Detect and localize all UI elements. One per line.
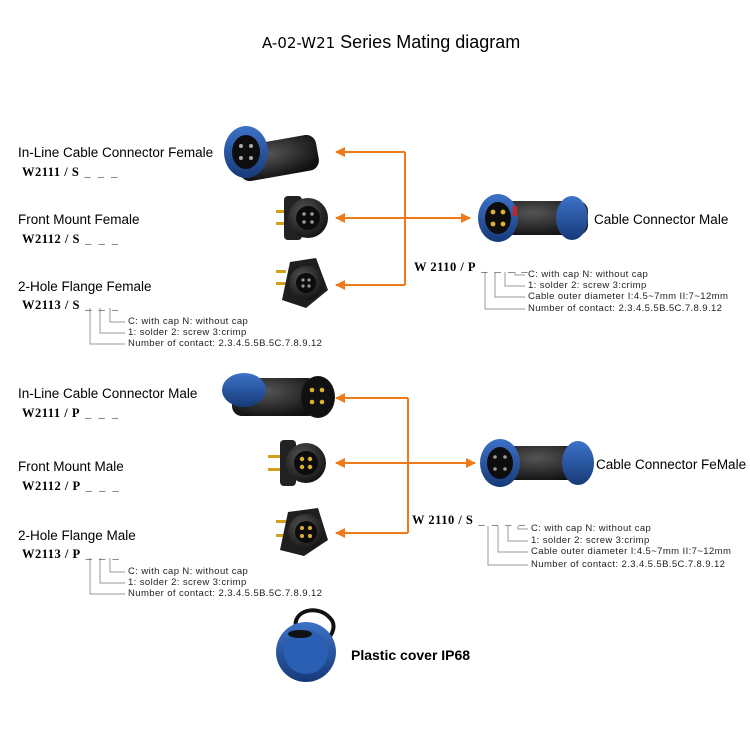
bottom-arrows bbox=[335, 393, 476, 538]
bottom-left-legend-line: Number of contact: 2.3.4.5.5B.5C.7.8.9.1… bbox=[128, 588, 323, 599]
flange-male-connector-image bbox=[276, 508, 328, 556]
cable-female-model: W 2110 / S _ _ _ _ bbox=[412, 513, 527, 527]
bottom-right-legend-leaders bbox=[487, 526, 528, 566]
bottom-left-legend-leaders bbox=[89, 558, 125, 595]
top-left-legend-line: Number of contact: 2.3.4.5.5B.5C.7.8.9.1… bbox=[128, 338, 323, 349]
front-male-model-code: W2112 / P bbox=[22, 479, 81, 493]
inline-male-connector-image bbox=[222, 373, 335, 418]
front-male-label: Front Mount Male bbox=[18, 459, 124, 474]
top-arrows bbox=[335, 147, 471, 290]
flange-female-label: 2-Hole Flange Female bbox=[18, 279, 152, 294]
top-left-legend-line: 1: solder 2: screw 3:crimp bbox=[128, 327, 247, 338]
inline-female-label: In-Line Cable Connector Female bbox=[18, 145, 214, 160]
cable-female-label: Cable Connector FeMale bbox=[596, 457, 747, 472]
bottom-right-legend-line: Cable outer diameter I:4.5~7mm II:7~12mm bbox=[531, 546, 732, 557]
flange-female-connector-image bbox=[276, 258, 328, 308]
flange-male-label: 2-Hole Flange Male bbox=[18, 528, 136, 543]
front-female-label: Front Mount Female bbox=[18, 212, 140, 227]
inline-female-connector-image bbox=[224, 126, 319, 182]
cable-male-model-code: W 2110 / P bbox=[414, 260, 477, 274]
front-male-model: W2112 / P _ _ _ bbox=[22, 479, 121, 493]
top-left-legend-leaders bbox=[89, 308, 125, 345]
top-right-legend-line: 1: solder 2: screw 3:crimp bbox=[528, 280, 647, 291]
bottom-left-legend-line: 1: solder 2: screw 3:crimp bbox=[128, 577, 247, 588]
title-text: Series Mating diagram bbox=[340, 32, 521, 52]
flange-female-model-code: W2113 / S bbox=[22, 298, 80, 312]
front-female-model-code: W2112 / S bbox=[22, 232, 80, 246]
top-left-legend-line: C: with cap N: without cap bbox=[128, 316, 249, 327]
front-mount-female-connector-image bbox=[276, 196, 328, 240]
bottom-right-legend-line: 1: solder 2: screw 3:crimp bbox=[531, 535, 650, 546]
inline-female-model-code: W2111 / S bbox=[22, 165, 80, 179]
plastic-cover-label: Plastic cover IP68 bbox=[351, 647, 471, 663]
inline-male-model: W2111 / P _ _ _ bbox=[22, 406, 121, 420]
bottom-left-legend-line: C: with cap N: without cap bbox=[128, 566, 249, 577]
top-right-legend-line: Number of contact: 2.3.4.5.5B.5C.7.8.9.1… bbox=[528, 303, 723, 314]
cable-female-model-code: W 2110 / S bbox=[412, 513, 474, 527]
series-code: A-02-W21 bbox=[262, 34, 336, 52]
cable-male-connector-image bbox=[478, 194, 588, 242]
flange-female-model: W2113 / S _ _ _ bbox=[22, 298, 121, 312]
cable-female-connector-image bbox=[480, 439, 594, 487]
bottom-right-legend-line: C: with cap N: without cap bbox=[531, 523, 652, 534]
bottom-right-legend-line: Number of contact: 2.3.4.5.5B.5C.7.8.9.1… bbox=[531, 559, 726, 570]
inline-male-model-code: W2111 / P bbox=[22, 406, 80, 420]
plastic-cover-image bbox=[276, 608, 336, 682]
front-mount-male-connector-image bbox=[268, 440, 326, 486]
inline-female-model: W2111 / S _ _ _ bbox=[22, 165, 120, 179]
inline-male-label: In-Line Cable Connector Male bbox=[18, 386, 198, 401]
front-female-model: W2112 / S _ _ _ bbox=[22, 232, 121, 246]
cable-male-label: Cable Connector Male bbox=[594, 212, 729, 227]
top-right-legend-line: Cable outer diameter I:4.5~7mm II:7~12mm bbox=[528, 291, 729, 302]
flange-male-model: W2113 / P _ _ _ bbox=[22, 547, 121, 561]
cable-male-model: W 2110 / P _ _ _ _ bbox=[414, 260, 530, 274]
top-right-legend-line: C: with cap N: without cap bbox=[528, 269, 649, 280]
flange-male-model-code: W2113 / P bbox=[22, 547, 81, 561]
top-right-legend-leaders bbox=[484, 272, 525, 310]
page-title: A-02-W21 Series Mating diagram bbox=[262, 32, 520, 53]
